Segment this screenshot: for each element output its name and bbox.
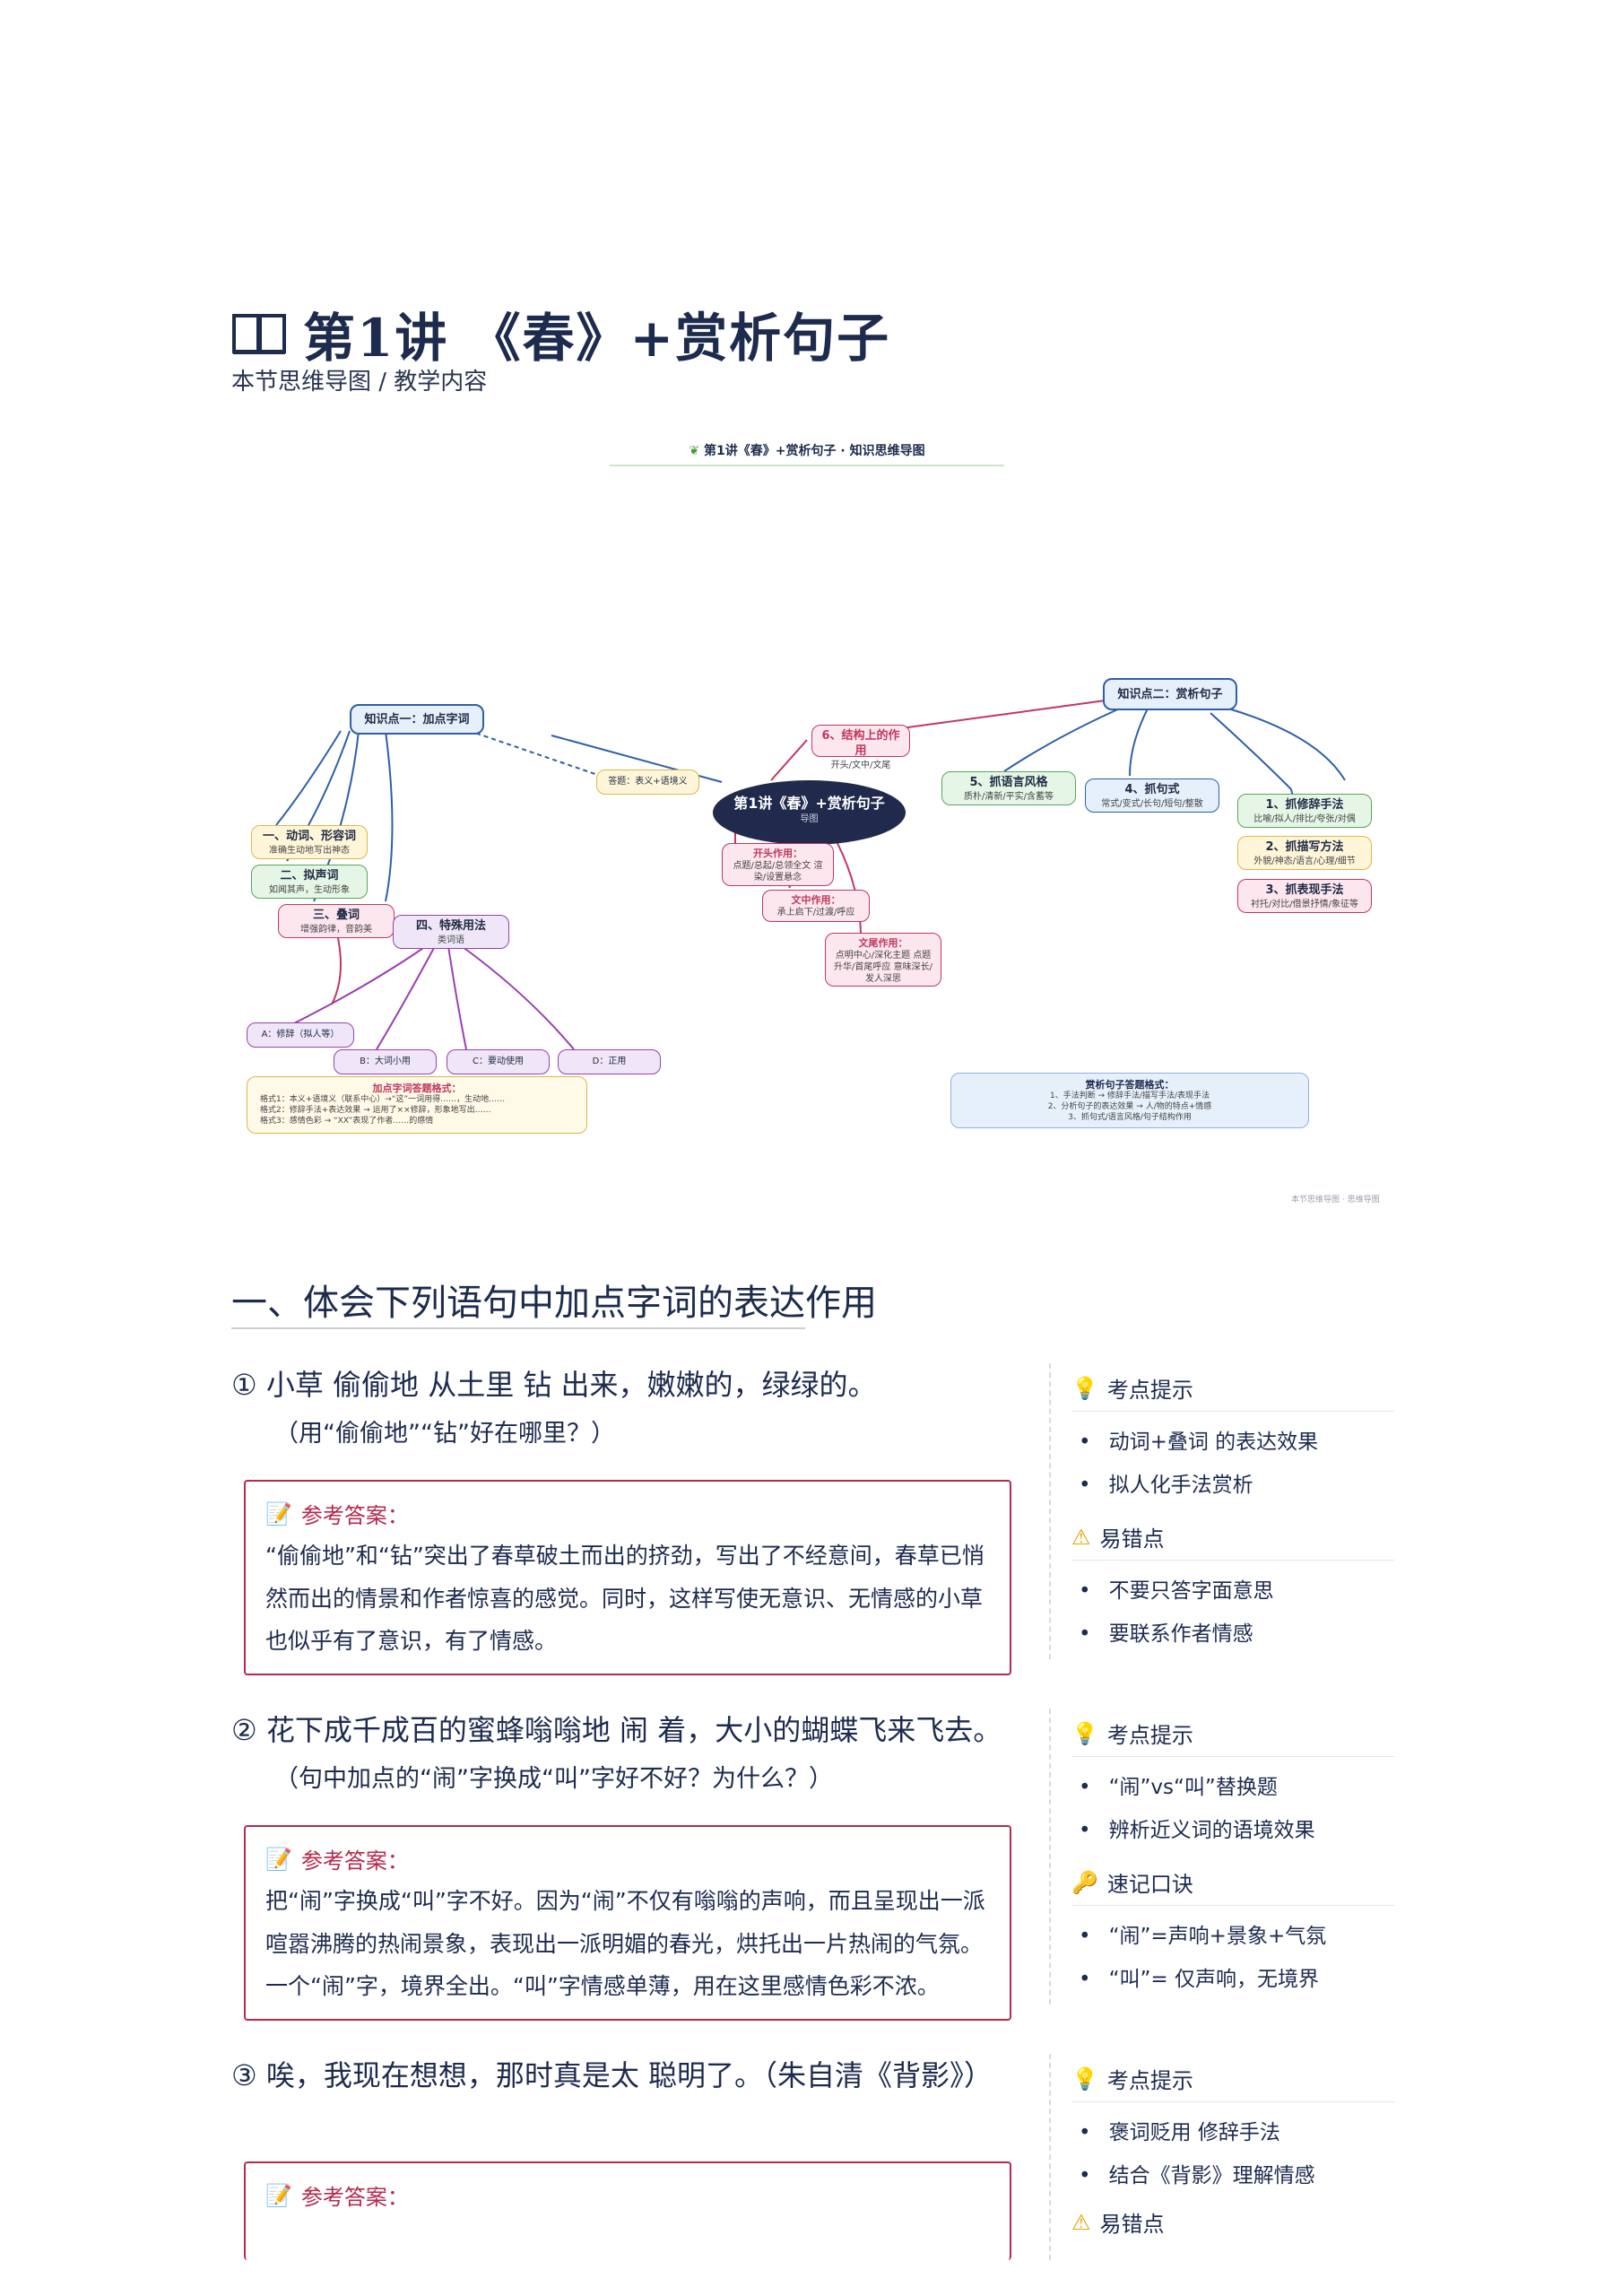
question-2-hint: （句中加点的“闹”字换成“叫”字好不好？为什么？） <box>274 1765 833 1793</box>
middle-node-structure: 6、结构上的作用开头/文中/文尾 <box>811 725 910 770</box>
section-divider <box>231 1327 805 1329</box>
middle-node-middle: 文中作用：承上启下/过渡/呼应 <box>762 890 870 922</box>
page-title-row: 第1讲 《春》+赏析句子 <box>231 296 890 371</box>
special-leaf-a: A：修辞（拟人等） <box>247 1022 354 1048</box>
section-title: 一、体会下列语句中加点字词的表达作用 <box>231 1283 877 1324</box>
link-note: 答题：表义+语境义 <box>596 770 699 795</box>
side-divider-1 <box>1049 1363 1051 1659</box>
kp2-node: 知识点二：赏析句子 <box>1103 678 1237 710</box>
question-1-text: ① 小草 偷偷地 从土里 钻 出来，嫩嫩的，绿绿的。 <box>231 1368 877 1402</box>
right-node-sentence: 4、抓句式常式/变式/长句/短句/整散 <box>1085 778 1219 813</box>
special-leaf-c: C：要动使用 <box>447 1049 550 1074</box>
question-3: ③ 唉，我现在想想，那时真是太 聪明了。（朱自清《背影》） <box>231 2054 1020 2097</box>
left-node-verb: 一、动词、形容词准确生动地写出神态 <box>251 825 368 859</box>
note-icon: 📝 <box>265 1500 292 1526</box>
middle-node-ending: 文尾作用：点明中心/深化主题 点题升华/首尾呼应 意味深长/发人深思 <box>825 933 941 987</box>
key-icon: 🔑 <box>1071 1869 1098 1895</box>
leaf-icon: ❦ <box>689 444 700 458</box>
bulb-icon: 💡 <box>1071 1720 1098 1746</box>
side-panel-1: 💡考点提示 动词+叠词 的表达效果 拟人化手法赏析 ⚠易错点 不要只答字面意思 … <box>1071 1372 1394 1647</box>
format-box-sentences: 赏析句子答题格式： 1、手法判断 → 修辞手法/描写手法/表现手法 2、分析句子… <box>950 1073 1309 1128</box>
page-title: 第1讲 《春》+赏析句子 <box>303 308 891 369</box>
center-node: 第1讲《春》+赏析句子 导图 <box>713 780 906 845</box>
question-3-text: ③ 唉，我现在想想，那时真是太 聪明了。（朱自清《背影》） <box>231 2058 993 2092</box>
special-leaf-b: B：大词小用 <box>334 1049 437 1074</box>
right-node-expression: 3、抓表现手法衬托/对比/借景抒情/象征等 <box>1237 879 1372 913</box>
kp1-node: 知识点一：加点字词 <box>350 704 484 735</box>
book-icon <box>232 314 286 354</box>
right-node-description: 2、抓描写方法外貌/神态/语言/心理/细节 <box>1237 836 1372 870</box>
warning-icon: ⚠ <box>1071 2209 1091 2235</box>
note-icon: 📝 <box>265 1846 292 1872</box>
answer-1-text: “偷偷地”和“钻”突出了春草破土而出的挤劲，写出了不经意间，春草已悄然而出的情景… <box>265 1543 984 1654</box>
mindmap-footer: 本节思维导图 · 思维导图 <box>1291 1196 1380 1205</box>
question-2: ② 花下成千成百的蜜蜂嗡嗡地 闹 着，大小的蝴蝶飞来飞去。 （句中加点的“闹”字… <box>231 1709 1020 1794</box>
answer-2-text: 把“闹”字换成“叫”字不好。因为“闹”不仅有嗡嗡的声响，而且呈现出一派喧嚣沸腾的… <box>265 1888 985 1999</box>
answer-box-1: 📝参考答案： “偷偷地”和“钻”突出了春草破土而出的挤劲，写出了不经意间，春草已… <box>244 1480 1011 1675</box>
right-node-style: 5、抓语言风格质朴/清新/平实/含蓄等 <box>941 771 1076 805</box>
left-node-special: 四、特殊用法类词语 <box>393 915 509 949</box>
special-leaf-d: D：正用 <box>558 1049 661 1074</box>
format-box-words: 加点字词答题格式： 格式1：本义+语境义（联系中心）→“这”一词用得……，生动地… <box>247 1076 587 1134</box>
left-node-onomatopoeia: 二、拟声词如闻其声，生动形象 <box>251 865 368 899</box>
side-panel-2: 💡考点提示 “闹”vs“叫”替换题 辨析近义词的语境效果 🔑速记口诀 “闹”=声… <box>1071 1718 1394 1992</box>
middle-node-opening: 开头作用：点题/总起/总领全文 渲染/设置悬念 <box>722 843 834 886</box>
side-divider-3 <box>1049 2054 1051 2260</box>
answer-box-3: 📝参考答案： <box>244 2161 1011 2260</box>
right-node-rhetoric: 1、抓修辞手法比喻/拟人/排比/夸张/对偶 <box>1237 794 1372 828</box>
mind-map: ❦ 第1讲《春》+赏析句子 · 知识思维导图 <box>233 430 1399 1220</box>
question-1: ① 小草 偷偷地 从土里 钻 出来，嫩嫩的，绿绿的。 （用“偷偷地”“钻”好在哪… <box>231 1363 1020 1448</box>
question-2-text: ② 花下成千成百的蜜蜂嗡嗡地 闹 着，大小的蝴蝶飞来飞去。 <box>231 1713 1002 1747</box>
bulb-icon: 💡 <box>1071 1375 1098 1401</box>
answer-box-2: 📝参考答案： 把“闹”字换成“叫”字不好。因为“闹”不仅有嗡嗡的声响，而且呈现出… <box>244 1825 1011 2021</box>
bulb-icon: 💡 <box>1071 2066 1098 2092</box>
question-1-hint: （用“偷偷地”“钻”好在哪里？） <box>274 1420 615 1448</box>
side-panel-3: 💡考点提示 褒词贬用 修辞手法 结合《背影》理解情感 ⚠易错点 <box>1071 2063 1394 2254</box>
mindmap-banner: ❦ 第1讲《春》+赏析句子 · 知识思维导图 <box>610 441 1004 466</box>
left-node-reduplication: 三、叠词增强韵律，音韵美 <box>278 904 395 938</box>
warning-icon: ⚠ <box>1071 1524 1091 1550</box>
side-divider-2 <box>1049 1709 1051 2005</box>
note-icon: 📝 <box>265 2182 292 2208</box>
page-subtitle: 本节思维导图 / 教学内容 <box>231 369 488 396</box>
